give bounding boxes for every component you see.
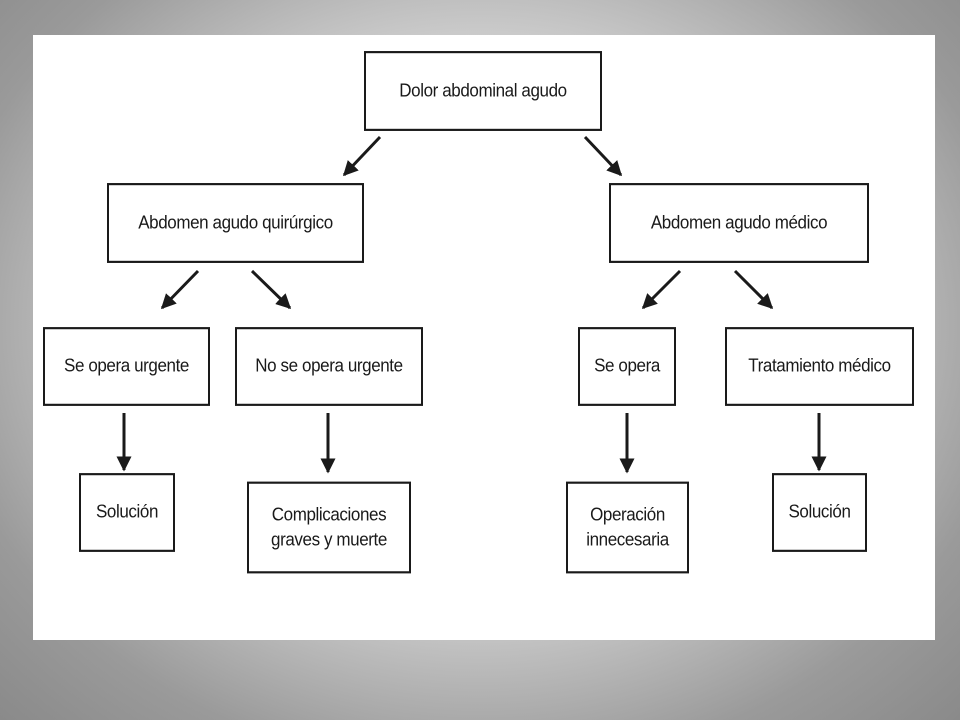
complicaciones-text: Complicaciones graves y muerte — [259, 503, 399, 553]
quirurgico-label: Abdomen agudo quirúrgico — [138, 211, 333, 233]
complicaciones-line-1: Complicaciones — [271, 503, 387, 525]
solucion-quirurgico-label: Solución — [95, 501, 158, 522]
se-opera-box: Se opera — [578, 327, 676, 406]
no-se-opera-urgente-box: No se opera urgente — [235, 327, 423, 406]
tratamiento-medico-box: Tratamiento médico — [725, 327, 914, 406]
root-label: Dolor abdominal agudo — [399, 79, 567, 101]
arrow-quirurgico-to-no-se-opera-urgente — [250, 269, 292, 310]
arrow-medico-to-se-opera — [641, 269, 682, 310]
se-opera-label: Se opera — [594, 355, 660, 376]
complicaciones-box: Complicaciones graves y muerte — [247, 481, 411, 574]
complicaciones-line-2: graves y muerte — [271, 528, 387, 550]
operacion-innecesaria-text: Operación innecesaria — [574, 503, 681, 553]
arrow-quirurgico-to-se-opera-urgente — [160, 269, 200, 310]
medico-label: Abdomen agudo médico — [650, 211, 828, 233]
arrow-root-to-medico — [583, 135, 623, 177]
arrow-root-to-quirurgico — [342, 135, 382, 177]
operacion-line-1: Operación — [590, 503, 665, 525]
arrow-medico-to-tratamiento — [733, 269, 774, 310]
medico-box: Abdomen agudo médico — [609, 183, 869, 263]
solucion-quirurgico-box: Solución — [79, 473, 175, 552]
operacion-innecesaria-box: Operación innecesaria — [566, 481, 689, 574]
solucion-medico-box: Solución — [772, 473, 867, 552]
operacion-line-2: innecesaria — [586, 528, 669, 550]
solucion-medico-label: Solución — [788, 501, 851, 522]
se-opera-urgente-box: Se opera urgente — [43, 327, 210, 406]
tratamiento-medico-label: Tratamiento médico — [748, 355, 891, 376]
se-opera-urgente-label: Se opera urgente — [64, 355, 189, 376]
no-se-opera-urgente-label: No se opera urgente — [255, 355, 403, 376]
root-box: Dolor abdominal agudo — [364, 51, 602, 131]
quirurgico-box: Abdomen agudo quirúrgico — [107, 183, 364, 263]
